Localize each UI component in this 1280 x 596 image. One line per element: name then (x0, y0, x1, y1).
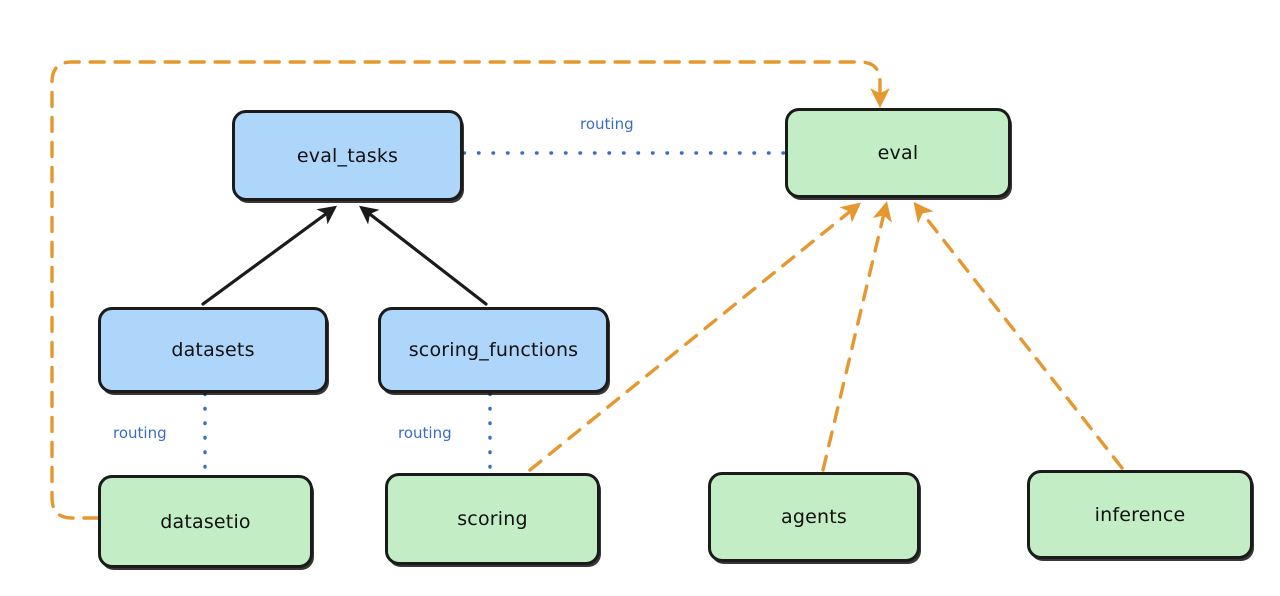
node-label: scoring (457, 508, 528, 530)
edge-label-routing-datasets-datasetio: routing (113, 424, 167, 442)
node-datasetio[interactable]: datasetio (98, 475, 313, 568)
node-datasets[interactable]: datasets (98, 307, 328, 393)
node-scoring-functions[interactable]: scoring_functions (378, 307, 609, 393)
node-label: eval_tasks (296, 144, 399, 167)
node-label: scoring_functions (408, 339, 579, 361)
node-scoring[interactable]: scoring (385, 473, 600, 565)
edge-datasetio-to-eval (50, 60, 890, 520)
edge-scoring-to-eval (528, 202, 862, 472)
node-label: agents (781, 506, 847, 528)
edge-agents-to-eval (821, 201, 892, 472)
node-label: eval (877, 142, 919, 164)
node-eval[interactable]: eval (785, 108, 1011, 198)
node-inference[interactable]: inference (1027, 470, 1253, 559)
edge-scoring_functions-to-eval_tasks (359, 205, 488, 306)
node-label: datasets (171, 339, 255, 361)
edge-inference-to-eval (913, 201, 1124, 470)
node-label: datasetio (160, 510, 251, 533)
node-label: inference (1094, 503, 1186, 526)
edge-label-routing-scoring-functions-scoring: routing (398, 424, 452, 442)
node-eval-tasks[interactable]: eval_tasks (232, 110, 463, 201)
edge-label-routing-eval-tasks-eval: routing (580, 115, 634, 133)
edge-datasets-to-eval_tasks (201, 205, 338, 306)
node-agents[interactable]: agents (708, 472, 920, 562)
